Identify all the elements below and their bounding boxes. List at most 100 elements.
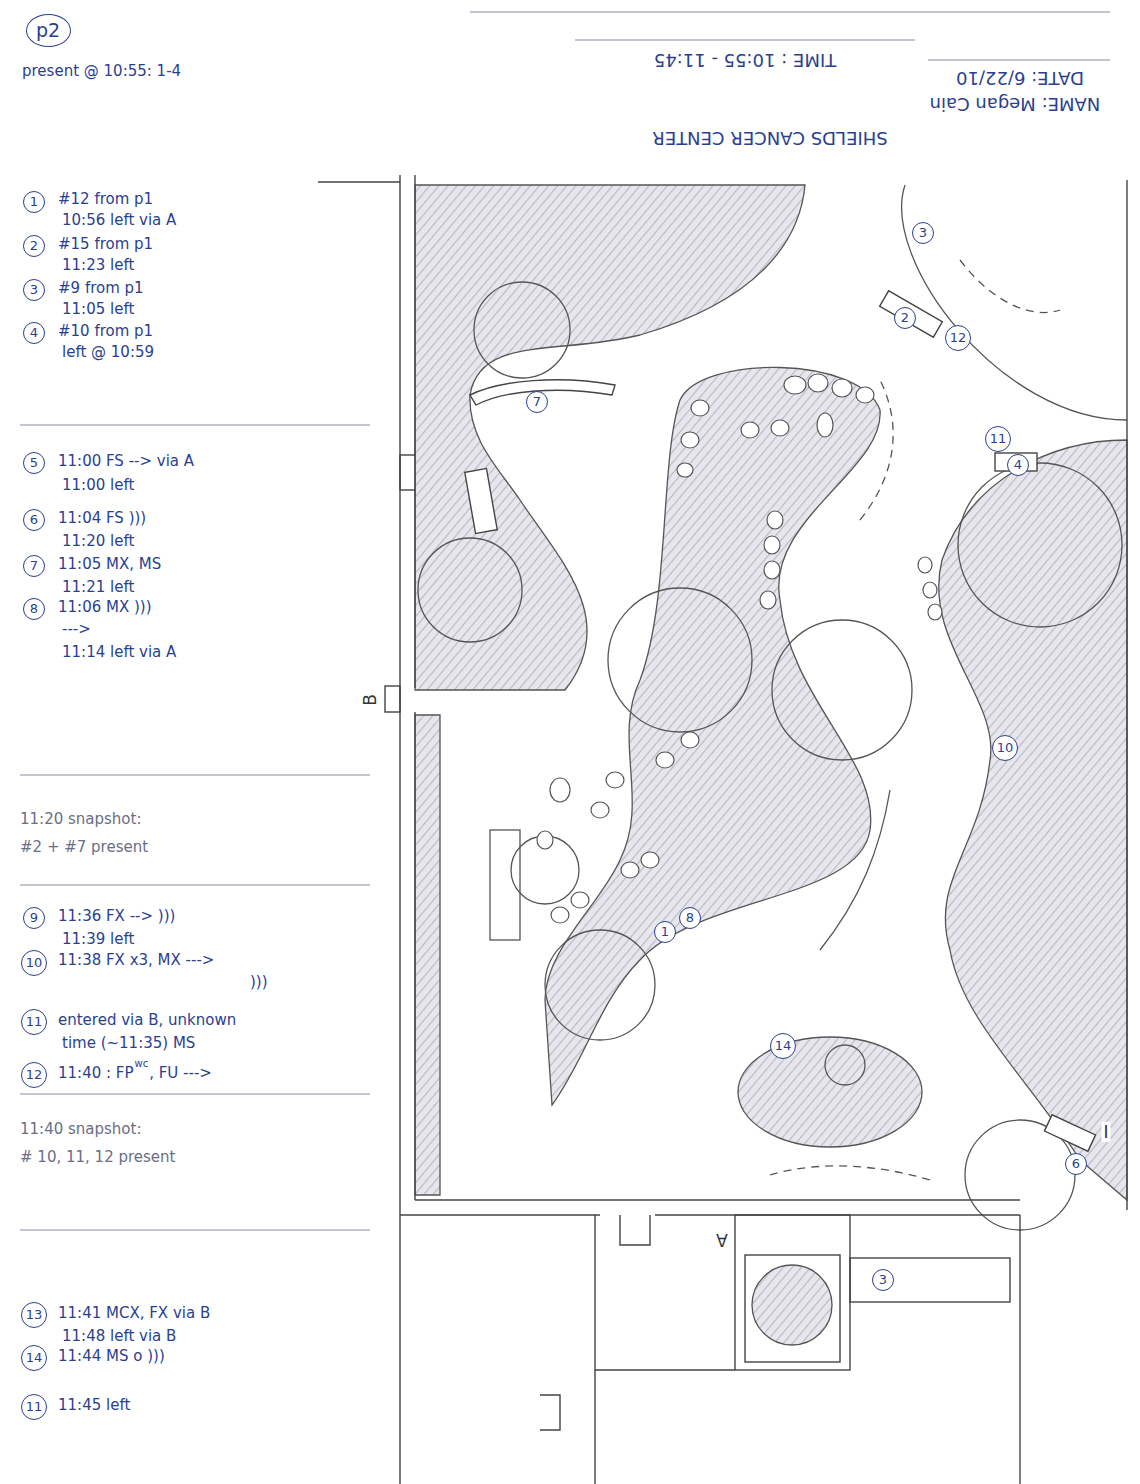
callout-text: 3 <box>919 226 927 240</box>
field-note: ))) <box>250 973 268 991</box>
callout-text: 13 <box>26 1308 43 1322</box>
callout-text: 9 <box>30 911 38 925</box>
callout-number: 12 <box>945 325 971 351</box>
field-note: 11:14 left via A <box>62 643 176 661</box>
field-note: #2 + #7 present <box>20 838 148 856</box>
callout-text: 4 <box>30 326 38 340</box>
callout-number: 11 <box>985 426 1011 452</box>
callout-number: 4 <box>1007 454 1029 476</box>
entrance-letter: A <box>714 1230 730 1250</box>
field-note: 11:45 left <box>58 1396 130 1414</box>
callout-number: 6 <box>1065 1153 1087 1175</box>
callout-text: 3 <box>879 1273 887 1287</box>
header-text: DATE: 6/22/10 <box>956 67 1084 89</box>
stones <box>537 374 942 923</box>
field-note: 11:05 MX, MS <box>58 555 161 573</box>
callout-text: 1 <box>30 195 38 209</box>
callout-number: 2 <box>23 235 45 257</box>
field-note: left @ 10:59 <box>62 343 154 361</box>
callout-text: 7 <box>533 395 541 409</box>
field-note: present @ 10:55: 1-4 <box>22 62 181 80</box>
field-note: , FU ---> <box>149 1064 212 1082</box>
callout-number: 1 <box>654 921 676 943</box>
callout-number: 1 <box>23 191 45 213</box>
callout-text: 2 <box>30 239 38 253</box>
field-note: 10:56 left via A <box>62 211 176 229</box>
field-note: 11:00 FS --> via A <box>58 452 194 470</box>
callout-text: 10 <box>997 741 1014 755</box>
callout-number: 3 <box>23 279 45 301</box>
callout-number: 14 <box>21 1345 47 1371</box>
callout-text: 11 <box>26 1400 43 1414</box>
field-note: 11:39 left <box>62 930 134 948</box>
field-note: entered via B, unknown <box>58 1011 236 1029</box>
callout-number: 3 <box>872 1269 894 1291</box>
callout-text: 10 <box>26 956 43 970</box>
callout-number: 8 <box>23 598 45 620</box>
callout-text: 2 <box>901 311 909 325</box>
callout-text: 6 <box>1072 1157 1080 1171</box>
field-note: #12 from p1 <box>58 190 153 208</box>
field-note: 11:20 snapshot: <box>20 810 141 828</box>
field-note: 11:40 : FP <box>58 1064 134 1082</box>
callout-number: 9 <box>23 907 45 929</box>
field-note: 11:38 FX x3, MX ---> <box>58 951 214 969</box>
callout-number: 11 <box>21 1009 47 1035</box>
field-note: 11:04 FS ))) <box>58 509 146 527</box>
field-note: wc <box>135 1058 149 1070</box>
callout-number: 10 <box>21 950 47 976</box>
field-note: 11:36 FX --> ))) <box>58 907 175 925</box>
callout-text: 12 <box>26 1068 43 1082</box>
callout-number: 7 <box>23 555 45 577</box>
callout-text: 11 <box>26 1015 43 1029</box>
callout-number: 14 <box>770 1033 796 1059</box>
field-note: 11:05 left <box>62 300 134 318</box>
callout-text: 8 <box>686 911 694 925</box>
callout-text: 7 <box>30 559 38 573</box>
tree-bed <box>752 1265 832 1345</box>
callout-number: 11 <box>21 1394 47 1420</box>
callout-number: 4 <box>23 322 45 344</box>
field-note: #15 from p1 <box>58 235 153 253</box>
header-text: NAME: Megan Cain <box>930 93 1101 115</box>
field-note: #9 from p1 <box>58 279 144 297</box>
field-note: 11:06 MX ))) <box>58 598 152 616</box>
field-note: 11:21 left <box>62 578 134 596</box>
callout-number: 7 <box>526 391 548 413</box>
field-note: 11:44 MS o ))) <box>58 1347 165 1365</box>
callout-text: 11 <box>990 432 1007 446</box>
callout-number: 10 <box>992 735 1018 761</box>
benches <box>465 291 1096 1152</box>
field-note: 11:41 MCX, FX via B <box>58 1304 210 1322</box>
callout-text: 14 <box>26 1351 43 1365</box>
field-note: # 10, 11, 12 present <box>20 1148 175 1166</box>
callout-number: 5 <box>23 452 45 474</box>
callout-text: 3 <box>30 283 38 297</box>
callout-text: 12 <box>950 331 967 345</box>
field-note: #10 from p1 <box>58 322 153 340</box>
field-note: 11:20 left <box>62 532 134 550</box>
callout-text: 4 <box>1014 458 1022 472</box>
entrance-letter: B <box>360 692 380 708</box>
field-note: time (~11:35) MS <box>62 1034 195 1052</box>
callout-text: 5 <box>30 456 38 470</box>
walls <box>318 175 1127 1484</box>
callout-number: 13 <box>21 1302 47 1328</box>
field-note: 11:48 left via B <box>62 1327 176 1345</box>
page-number: p2 <box>26 14 71 47</box>
callout-number: 6 <box>23 509 45 531</box>
field-note: 11:00 left <box>62 476 134 494</box>
callout-text: 1 <box>661 925 669 939</box>
callout-text: 6 <box>30 513 38 527</box>
entrance-letter: I <box>1101 1122 1110 1142</box>
header-text: TIME : 10:55 - 11:45 <box>654 49 836 71</box>
callout-number: 12 <box>21 1062 47 1088</box>
callout-text: 8 <box>30 602 38 616</box>
field-note: 11:40 snapshot: <box>20 1120 141 1138</box>
callout-number: 3 <box>912 222 934 244</box>
callout-text: p2 <box>36 20 60 41</box>
field-note: ---> <box>62 620 91 638</box>
beds <box>415 185 1127 1200</box>
callout-text: 14 <box>775 1039 792 1053</box>
